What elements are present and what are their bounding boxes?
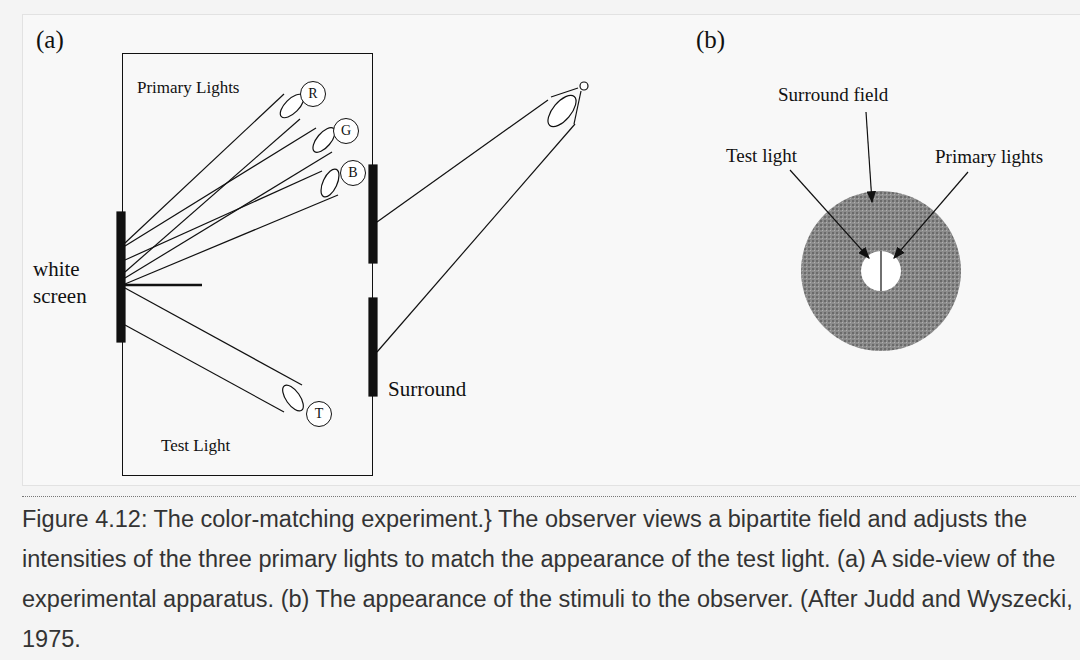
part-label: Surround field bbox=[778, 84, 888, 106]
part-label: white screen bbox=[33, 256, 113, 310]
panel-letter: (b) bbox=[696, 26, 725, 54]
apparatus-box: Primary LightsTest Light R G B T bbox=[122, 53, 373, 476]
lamp-letter: G bbox=[341, 123, 351, 139]
box-label: Primary Lights bbox=[137, 78, 239, 98]
lamp-letter-circle: T bbox=[306, 401, 332, 427]
part-label: Surround bbox=[388, 377, 466, 402]
lamp-letter-circle: G bbox=[333, 118, 359, 144]
box-label: Test Light bbox=[161, 436, 230, 456]
lamp-letter-circle: B bbox=[340, 160, 366, 186]
lamp-letter: T bbox=[315, 406, 324, 422]
part-label: Primary lights bbox=[935, 146, 1043, 168]
lamp-letter: R bbox=[308, 86, 317, 102]
figure-caption: Figure 4.12: The color-matching experime… bbox=[22, 496, 1076, 659]
part-label: Test light bbox=[726, 145, 797, 167]
lamp-letter-circle: R bbox=[300, 81, 326, 107]
panel-letter: (a) bbox=[36, 26, 64, 54]
lamp-letter: B bbox=[348, 165, 357, 181]
